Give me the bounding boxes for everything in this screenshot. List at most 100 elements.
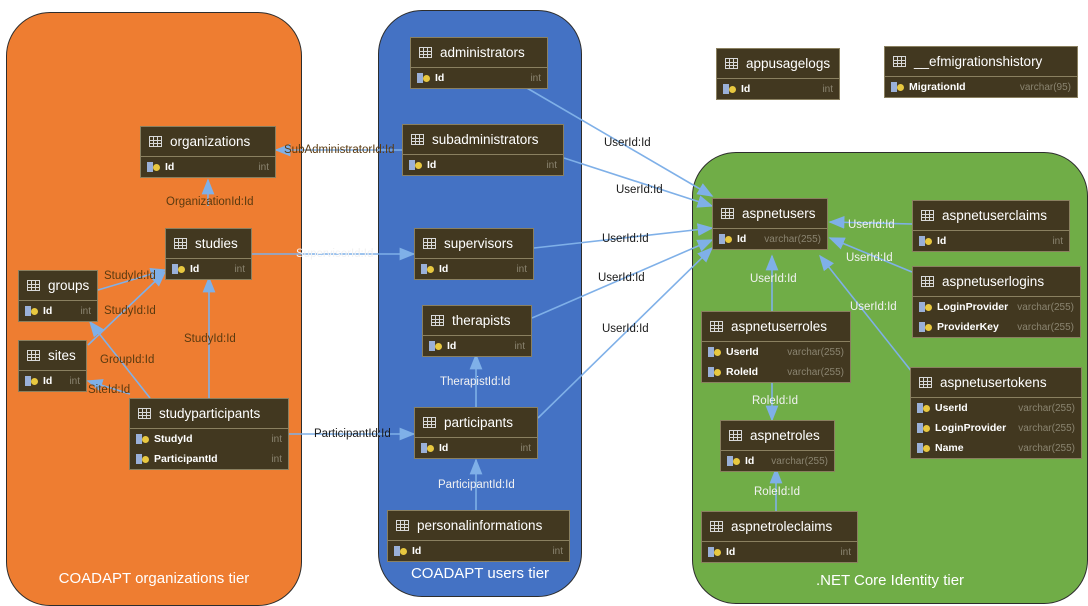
table-header: aspnetuserlogins <box>913 267 1080 297</box>
column-name: LoginProvider <box>937 301 1009 313</box>
column-type: int <box>530 72 541 84</box>
relation-label: ParticipantId:Id <box>438 479 515 491</box>
table-name: sites <box>48 348 76 363</box>
column-type: varchar(95) <box>1019 81 1071 93</box>
column-type: int <box>1052 235 1063 247</box>
table-header: aspnetusertokens <box>911 368 1081 398</box>
relation-label: UserId:Id <box>616 184 663 196</box>
column-name: Name <box>935 442 964 454</box>
column-name: LoginProvider <box>935 422 1007 434</box>
column-name: UserId <box>726 346 759 358</box>
column-name: Id <box>412 545 422 557</box>
table-header: aspnetroleclaims <box>702 512 857 542</box>
primary-key-icon <box>429 340 443 352</box>
primary-key-icon <box>708 546 722 558</box>
primary-key-icon <box>919 301 933 313</box>
column-type: int <box>271 433 282 445</box>
column-type: varchar(255) <box>764 233 821 245</box>
primary-key-icon <box>723 83 737 95</box>
relation-label: TherapistId:Id <box>440 376 511 388</box>
column-name: Id <box>726 546 736 558</box>
table-header: __efmigrationshistory <box>885 47 1077 77</box>
table-header: therapists <box>423 306 531 336</box>
column-name: Id <box>447 340 457 352</box>
table-header: organizations <box>141 127 275 157</box>
table-header: personalinformations <box>388 511 569 541</box>
table-icon <box>921 276 934 287</box>
primary-key-icon <box>917 402 931 414</box>
column-type: varchar(255) <box>1018 402 1075 414</box>
relation-label: SupervisorId:Id <box>296 248 374 260</box>
relation-label: UserId:Id <box>604 137 651 149</box>
column-type: int <box>258 161 269 173</box>
relation-label: ParticipantId:Id <box>314 428 391 440</box>
users-tier-label: COADAPT users tier <box>410 565 550 582</box>
table-icon <box>919 377 932 388</box>
table-header: studies <box>166 229 251 259</box>
table-name: studyparticipants <box>159 406 261 421</box>
relation-line-supervisors-aspnetusers <box>533 223 714 249</box>
table-name: appusagelogs <box>746 56 831 71</box>
identity-tier-label: .NET Core Identity tier <box>815 572 965 589</box>
table-icon <box>138 408 151 419</box>
table-icon <box>423 417 436 428</box>
table-icon <box>411 134 424 145</box>
table-name: aspnetroleclaims <box>731 519 833 534</box>
primary-key-icon <box>919 235 933 247</box>
column-type: int <box>552 545 563 557</box>
column-type: int <box>546 159 557 171</box>
relation-line-aspnetusertokens-aspnetusers <box>819 254 913 373</box>
relation-label: StudyId:Id <box>104 305 156 317</box>
column-name: Id <box>741 83 751 95</box>
table-name: groups <box>48 278 90 293</box>
column-name: Id <box>439 442 449 454</box>
relation-label: UserId:Id <box>598 272 645 284</box>
column-type: int <box>822 83 833 95</box>
table-name: subadministrators <box>432 132 539 147</box>
table-icon <box>710 521 723 532</box>
column-type: int <box>516 263 527 275</box>
table-name: __efmigrationshistory <box>914 54 1043 69</box>
table-icon <box>921 210 934 221</box>
primary-key-icon <box>136 453 150 465</box>
relation-line-aspnetuserclaims-aspnetusers <box>828 215 913 229</box>
table-icon <box>710 321 723 332</box>
column-type: varchar(255) <box>787 366 844 378</box>
column-type: varchar(255) <box>787 346 844 358</box>
relation-label: RoleId:Id <box>752 395 799 407</box>
primary-key-icon <box>394 545 408 557</box>
relation-line-therapists-aspnetusers <box>531 239 714 319</box>
primary-key-icon <box>409 159 423 171</box>
column-name: ParticipantId <box>154 453 218 465</box>
